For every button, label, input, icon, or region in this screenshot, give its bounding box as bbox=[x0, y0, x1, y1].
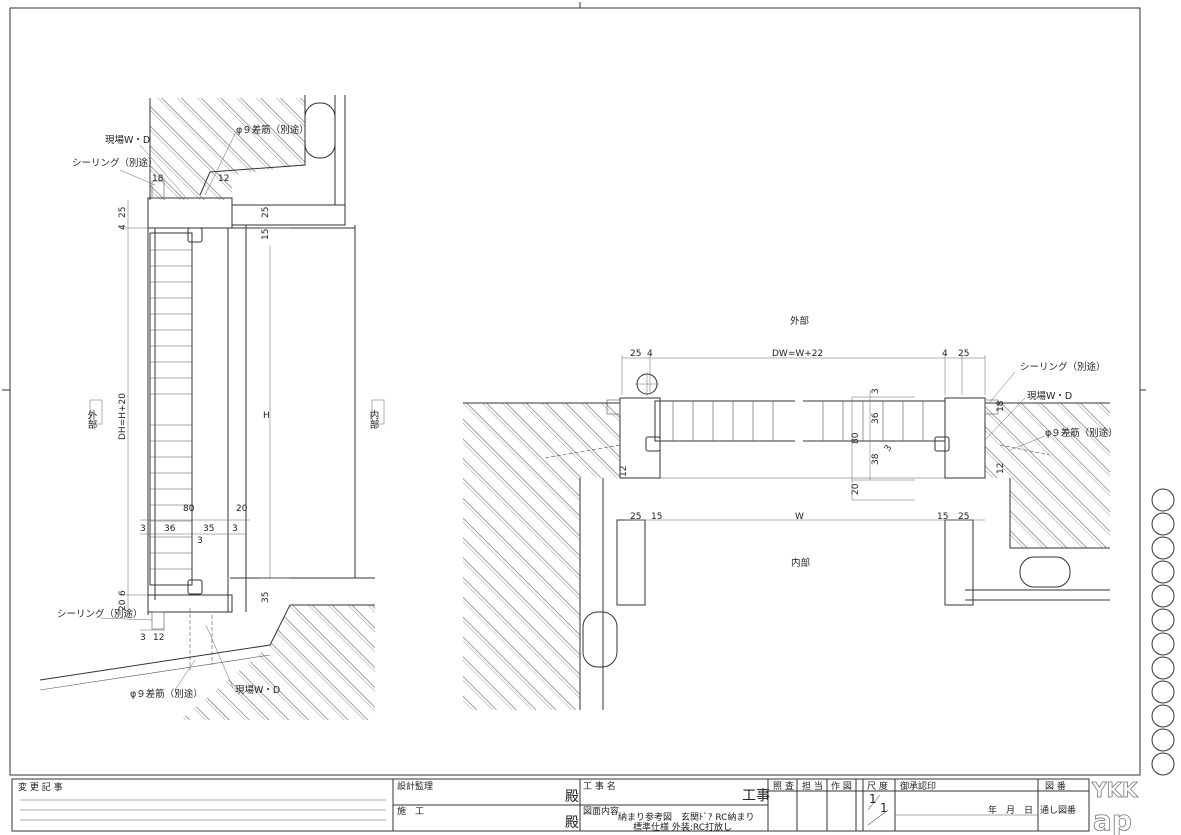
dim-label: 25 bbox=[630, 512, 641, 522]
dim-label: 15 bbox=[937, 512, 948, 522]
dim-label: 4 bbox=[942, 349, 948, 359]
dim-label: 25 bbox=[118, 207, 128, 218]
exterior-label-text: 外部 bbox=[86, 409, 98, 430]
dim-label: 20 bbox=[236, 504, 248, 514]
sealing-label-top: シーリング（別途） bbox=[72, 157, 158, 169]
dim-label: 4 bbox=[647, 349, 653, 359]
scale-denominator: 1 bbox=[880, 801, 888, 815]
ykk-ap-logo: YKK ap bbox=[1091, 778, 1140, 835]
scale-numerator: 1 bbox=[869, 792, 877, 806]
dim-label: 18 bbox=[996, 400, 1006, 412]
dim-label: 80 bbox=[183, 504, 195, 514]
dim-label: 36 bbox=[871, 412, 881, 424]
honorific-2: 殿 bbox=[565, 815, 579, 831]
insulation-oval bbox=[304, 102, 336, 159]
field-wd-label: 現場W・D bbox=[1027, 390, 1072, 402]
title-block: 変 更 記 事 設計監理 殿 施 工 殿 工 事 名 工事 図面内容 納まり参考… bbox=[11, 778, 1140, 835]
interior-label-text: 内部 bbox=[368, 409, 380, 430]
scale-label: 尺 度 bbox=[867, 780, 888, 792]
dim-label: 25 bbox=[958, 512, 969, 522]
svg-text:YKK: YKK bbox=[1091, 778, 1139, 802]
dim-label: 12 bbox=[619, 466, 629, 477]
dim-label: 15 bbox=[261, 229, 271, 240]
dim-label: 80 bbox=[851, 432, 861, 444]
check-label: 照 査 bbox=[773, 780, 794, 792]
dim-label: 3 bbox=[140, 524, 146, 534]
dim-label: 25 bbox=[630, 349, 641, 359]
insulation-oval bbox=[1019, 556, 1071, 588]
date-label: 年 月 日 bbox=[988, 804, 1033, 816]
interior-label: 内部 bbox=[368, 399, 385, 430]
drawing-content-label: 図面内容 bbox=[583, 805, 619, 817]
field-wd-label-bottom: 現場W・D bbox=[235, 684, 280, 696]
dim-label: W bbox=[795, 512, 804, 522]
dim-label: 4 bbox=[118, 224, 128, 230]
through-number-label: 通し図番 bbox=[1040, 804, 1076, 816]
field-wd-label-top: 現場W・D bbox=[105, 134, 150, 146]
dim-label: 3 bbox=[232, 524, 238, 534]
design-supervision-label: 設計監理 bbox=[397, 780, 433, 792]
change-log-label: 変 更 記 事 bbox=[18, 781, 63, 793]
exterior-label: 外部 bbox=[86, 399, 103, 430]
dim-label: 15 bbox=[651, 512, 662, 522]
dim-label: 12 bbox=[153, 633, 164, 643]
sealing-label-bottom: シーリング（別途） bbox=[57, 608, 143, 620]
dim-label: 36 bbox=[164, 524, 176, 534]
dim-label: 20 bbox=[118, 599, 128, 611]
construction-label: 施 工 bbox=[397, 805, 424, 817]
honorific-1: 殿 bbox=[565, 789, 579, 805]
dim-label: 38 bbox=[871, 453, 881, 465]
dim-label: 12 bbox=[996, 463, 1006, 474]
drawing-number-label: 図 番 bbox=[1045, 780, 1066, 792]
insulation-oval bbox=[582, 611, 618, 668]
rebar-label-bottom: φ９差筋（別途） bbox=[130, 688, 203, 700]
door-leaf bbox=[149, 232, 193, 586]
interior-label: 内部 bbox=[791, 557, 810, 569]
dim-label: 6 bbox=[118, 590, 128, 596]
dim-label: 3 bbox=[883, 444, 895, 454]
rebar-label-top: φ９差筋（別途） bbox=[236, 124, 309, 136]
dim-label: 35 bbox=[261, 592, 271, 603]
vertical-section-drawing: 現場W・D φ９差筋（別途） シーリング（別途） シーリング（別途） φ９差筋（… bbox=[39, 95, 385, 720]
approval-label: 御承認印 bbox=[900, 780, 936, 792]
dim-label: 3 bbox=[197, 536, 203, 546]
sealing-label: シーリング（別途） bbox=[1020, 361, 1106, 373]
project-name-label: 工 事 名 bbox=[583, 780, 616, 792]
in-charge-label: 担 当 bbox=[802, 780, 823, 792]
dim-label: 25 bbox=[261, 207, 271, 218]
dim-label: DH=H+20 bbox=[118, 393, 128, 440]
dim-label: 20 bbox=[851, 483, 861, 495]
svg-text:ap: ap bbox=[1093, 804, 1132, 835]
dim-label: 12 bbox=[218, 174, 229, 184]
rebar-label: φ９差筋（別途） bbox=[1045, 427, 1118, 439]
sheet-frame bbox=[2, 2, 1146, 776]
dim-label: 3 bbox=[140, 633, 146, 643]
exterior-label: 外部 bbox=[790, 315, 809, 327]
dim-label: 3 bbox=[871, 388, 881, 394]
dim-label: DW=W+22 bbox=[772, 349, 823, 359]
drawing-content-line2: 標準仕様 外装:RC打放し bbox=[633, 821, 732, 833]
dim-label: H bbox=[263, 411, 270, 421]
dim-label: 35 bbox=[203, 524, 214, 534]
revision-circles bbox=[1151, 488, 1175, 776]
dim-label: 18 bbox=[152, 174, 164, 184]
drawing-content-line1: 納まり参考図 玄関ﾄﾞｱ RC納まり bbox=[618, 811, 754, 823]
dim-label: 25 bbox=[958, 349, 969, 359]
project-suffix: 工事 bbox=[742, 788, 770, 804]
drafting-label: 作 図 bbox=[831, 780, 852, 792]
plan-section-drawing: 外部 内部 シーリング（別途） 現場W・D φ９差筋（別途） 25 4 DW=W… bbox=[463, 315, 1118, 710]
